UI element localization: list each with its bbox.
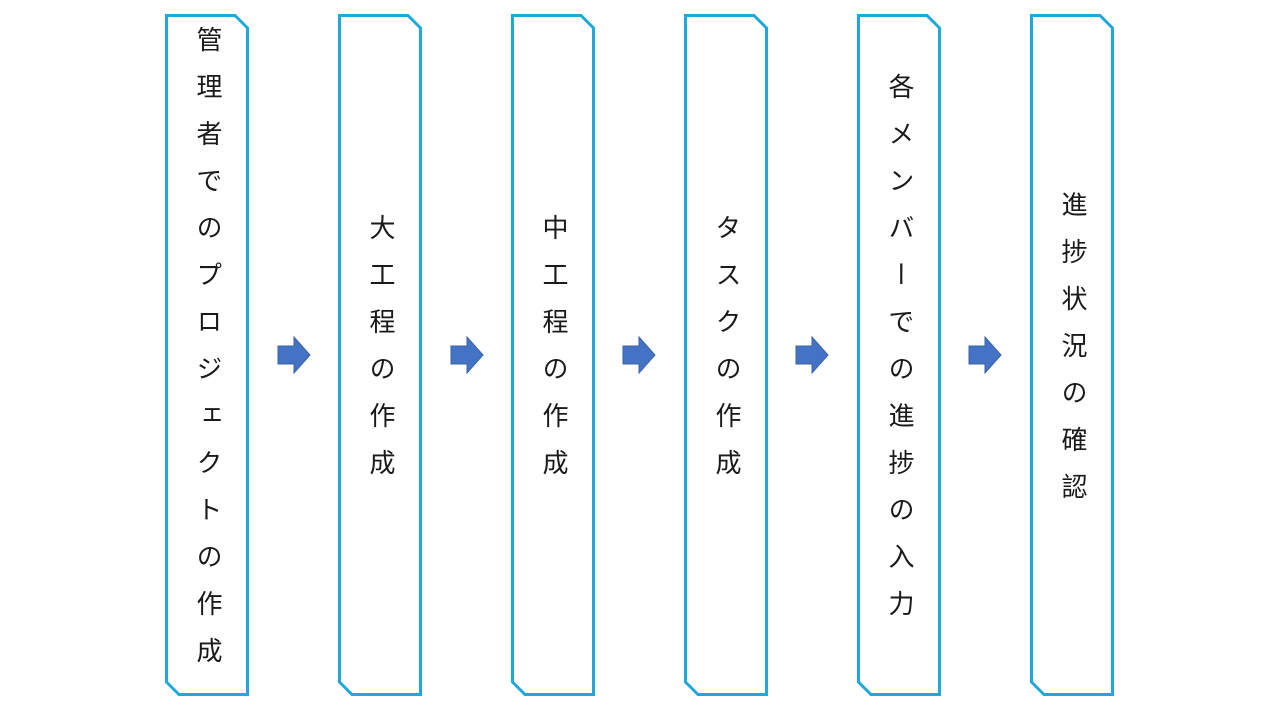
step-frame [684,14,768,696]
step-label: 各メンバーでの進捗の入力 [884,73,914,637]
step-frame [511,14,595,696]
step-box-6: 進捗状況の確認 [1030,14,1114,696]
right-arrow-icon [968,336,1002,374]
step-box-4: タスクの作成 [684,14,768,696]
step-box-5: 各メンバーでの進捗の入力 [857,14,941,696]
step-label: 管理者でのプロジェクトの作成 [192,26,222,684]
right-arrow-icon [795,336,829,374]
step-box-1: 管理者でのプロジェクトの作成 [165,14,249,696]
step-label: 中工程の作成 [538,214,568,496]
step-box-3: 中工程の作成 [511,14,595,696]
step-frame [857,14,941,696]
step-frame [165,14,249,696]
right-arrow-icon [277,336,311,374]
step-label: 大工程の作成 [365,214,395,496]
step-frame [1030,14,1114,696]
right-arrow-icon [622,336,656,374]
right-arrow-icon [450,336,484,374]
step-frame [338,14,422,696]
step-label: タスクの作成 [711,214,741,496]
step-label: 進捗状況の確認 [1057,190,1087,520]
step-box-2: 大工程の作成 [338,14,422,696]
